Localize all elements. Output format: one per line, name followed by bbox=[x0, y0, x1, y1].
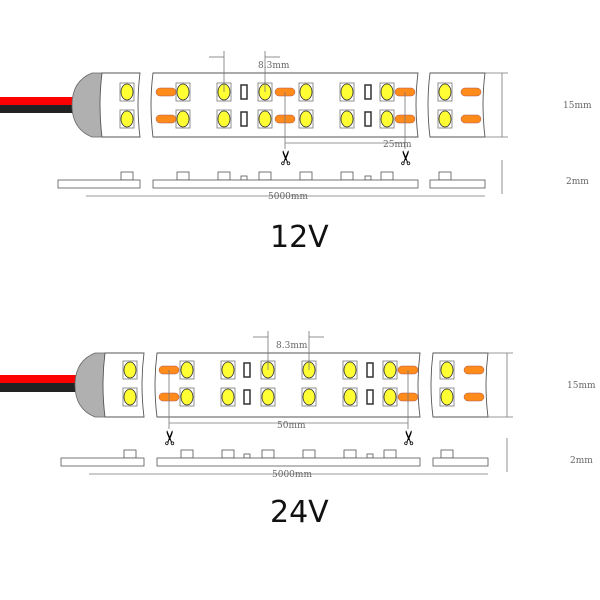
led-chip bbox=[261, 388, 275, 406]
side-view-segment bbox=[156, 457, 421, 467]
width-label: 15mm bbox=[563, 101, 592, 111]
side-led bbox=[258, 171, 272, 181]
led-chip bbox=[380, 83, 394, 101]
wire-red bbox=[0, 97, 74, 105]
led-chip bbox=[343, 361, 357, 379]
led-pitch-label: 8.3mm bbox=[276, 341, 308, 351]
led-chip bbox=[258, 110, 272, 128]
strip-12v: ✂ ✂ 8.3mm 25mm 15mm 2mm 5000mm 12V bbox=[0, 51, 592, 255]
side-view-segment bbox=[60, 457, 145, 467]
led-chip bbox=[340, 83, 354, 101]
led-chip bbox=[343, 388, 357, 406]
led-pitch-label: 8.3mm bbox=[258, 61, 290, 71]
scissors-icon: ✂ bbox=[397, 429, 421, 446]
strip-segment bbox=[430, 352, 489, 418]
side-led bbox=[176, 171, 190, 181]
led-chip bbox=[176, 110, 190, 128]
strip-segment bbox=[150, 72, 419, 138]
side-view-segment bbox=[152, 179, 419, 189]
cut-length-label: 25mm bbox=[383, 140, 412, 150]
led-chip bbox=[221, 388, 235, 406]
voltage-label: 12V bbox=[270, 220, 329, 255]
side-led bbox=[180, 449, 194, 459]
side-view-segment bbox=[432, 457, 489, 467]
solder-pad bbox=[155, 87, 177, 97]
led-chip bbox=[123, 388, 137, 406]
side-view-segment bbox=[57, 179, 141, 189]
side-led bbox=[380, 171, 394, 181]
led-chip bbox=[383, 361, 397, 379]
cut-length-label: 50mm bbox=[277, 421, 306, 431]
thickness-label: 2mm bbox=[566, 177, 589, 187]
led-chip bbox=[340, 110, 354, 128]
wire-red bbox=[0, 375, 77, 383]
side-led bbox=[299, 171, 313, 181]
led-chip bbox=[120, 83, 134, 101]
thickness-label: 2mm bbox=[570, 456, 593, 466]
side-led bbox=[120, 171, 134, 181]
strip-segment bbox=[154, 352, 421, 418]
solder-pad bbox=[463, 365, 485, 375]
led-chip bbox=[123, 361, 137, 379]
side-view-segment bbox=[429, 179, 486, 189]
side-resistor bbox=[243, 453, 251, 459]
resistor bbox=[243, 362, 251, 378]
side-resistor bbox=[364, 175, 372, 181]
resistor bbox=[364, 111, 372, 127]
led-chip bbox=[217, 110, 231, 128]
led-chip bbox=[176, 83, 190, 101]
led-chip bbox=[180, 388, 194, 406]
side-led bbox=[438, 171, 452, 181]
total-length-label: 5000mm bbox=[272, 470, 312, 480]
led-chip bbox=[380, 110, 394, 128]
led-chip bbox=[299, 83, 313, 101]
resistor bbox=[364, 84, 372, 100]
solder-pad bbox=[463, 392, 485, 402]
led-chip bbox=[180, 361, 194, 379]
wire-black bbox=[0, 383, 77, 392]
side-led bbox=[217, 171, 231, 181]
resistor bbox=[240, 111, 248, 127]
side-resistor bbox=[240, 175, 248, 181]
wire-black bbox=[0, 105, 74, 113]
end-cap bbox=[71, 72, 103, 138]
side-led bbox=[340, 171, 354, 181]
resistor bbox=[366, 362, 374, 378]
led-chip bbox=[440, 361, 454, 379]
width-label: 15mm bbox=[567, 381, 596, 391]
side-resistor bbox=[366, 453, 374, 459]
solder-pad bbox=[460, 87, 482, 97]
resistor bbox=[243, 389, 251, 405]
led-chip bbox=[438, 110, 452, 128]
led-chip bbox=[299, 110, 313, 128]
solder-pad bbox=[460, 114, 482, 124]
voltage-label: 24V bbox=[270, 495, 329, 530]
resistor bbox=[366, 389, 374, 405]
side-led bbox=[261, 449, 275, 459]
side-led bbox=[123, 449, 137, 459]
side-led bbox=[383, 449, 397, 459]
led-chip bbox=[302, 388, 316, 406]
scissors-icon: ✂ bbox=[158, 429, 182, 446]
strip-segment bbox=[427, 72, 486, 138]
scissors-icon: ✂ bbox=[394, 149, 418, 166]
total-length-label: 5000mm bbox=[268, 192, 308, 202]
side-led bbox=[343, 449, 357, 459]
end-cap bbox=[74, 352, 106, 418]
side-led bbox=[221, 449, 235, 459]
side-led bbox=[440, 449, 454, 459]
solder-pad bbox=[155, 114, 177, 124]
led-chip bbox=[440, 388, 454, 406]
led-chip bbox=[383, 388, 397, 406]
side-led bbox=[302, 449, 316, 459]
led-chip bbox=[120, 110, 134, 128]
strip-24v: ✂ ✂ 8.3mm 50mm 15mm 2mm 5000mm 24V bbox=[0, 331, 596, 530]
led-chip bbox=[438, 83, 452, 101]
scissors-icon: ✂ bbox=[274, 149, 298, 166]
resistor bbox=[240, 84, 248, 100]
led-chip bbox=[221, 361, 235, 379]
